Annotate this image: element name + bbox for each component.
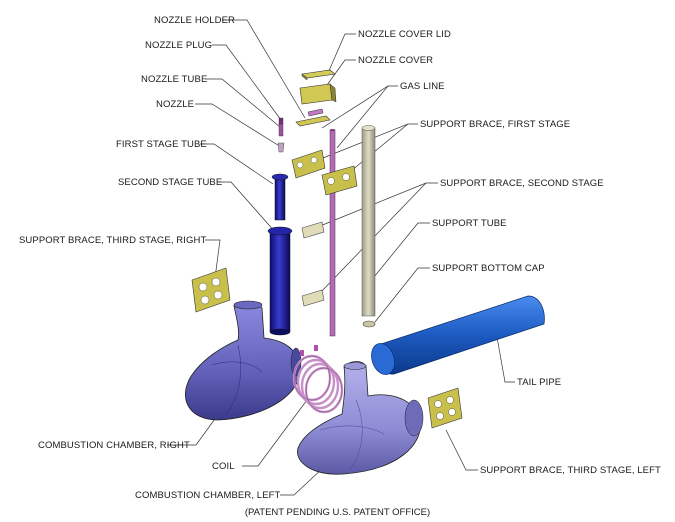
leader-nozzle-holder — [222, 19, 306, 119]
nozzle-cover-part — [299, 83, 337, 105]
nozzle-parts — [277, 117, 285, 153]
coil-part — [292, 354, 344, 414]
leader-nozzle-tube — [205, 78, 281, 128]
label-coil: COIL — [212, 461, 235, 472]
label-support-tube: SUPPORT TUBE — [432, 218, 507, 229]
support-brace-third-left-part — [427, 387, 463, 429]
leader-coil — [242, 399, 308, 467]
leader-support-bottom-cap — [374, 267, 430, 323]
leader-tail-pipe — [496, 336, 515, 383]
leader-gas-line-2 — [336, 85, 389, 149]
label-gas-line: GAS LINE — [400, 81, 445, 92]
label-nozzle-plug: NOZZLE PLUG — [145, 40, 213, 51]
label-combustion-chamber-left: COMBUSTION CHAMBER, LEFT — [135, 490, 281, 501]
second-stage-tube-part — [267, 226, 293, 336]
label-second-stage-tube: SECOND STAGE TUBE — [118, 177, 223, 188]
leader-brace-first-b — [344, 123, 409, 177]
tail-pipe-part — [371, 295, 545, 375]
combustion-chamber-left-part — [297, 361, 424, 475]
leader-support-tube — [373, 222, 430, 278]
leader-brace-third-left — [445, 429, 478, 471]
support-bottom-cap-part — [362, 320, 376, 328]
combustion-chamber-right-part — [185, 300, 302, 421]
label-support-bottom-cap: SUPPORT BOTTOM CAP — [432, 263, 545, 274]
label-tail-pipe: TAIL PIPE — [517, 377, 562, 388]
leader-first-stage-tube — [200, 143, 274, 185]
support-brace-first-stage-part — [291, 149, 358, 196]
first-stage-tube-part — [271, 173, 289, 221]
label-combustion-chamber-right: COMBUSTION CHAMBER, RIGHT — [38, 440, 190, 451]
label-nozzle-tube: NOZZLE TUBE — [141, 74, 208, 85]
leader-support-brace-third-right — [205, 239, 221, 279]
leader-second-stage-tube — [218, 181, 277, 234]
label-support-brace-first: SUPPORT BRACE, FIRST STAGE — [420, 119, 571, 130]
label-nozzle: NOZZLE — [156, 99, 195, 110]
leader-nozzle-cover — [321, 59, 356, 93]
gas-line-part — [329, 129, 336, 337]
label-nozzle-cover: NOZZLE COVER — [358, 55, 434, 66]
leader-nozzle-cover-lid — [327, 33, 356, 74]
leader-combustion-chamber-left — [280, 466, 325, 496]
label-support-brace-third-left: SUPPORT BRACE, THIRD STAGE, LEFT — [480, 465, 661, 476]
coil-outline — [293, 355, 343, 413]
label-support-brace-third-right: SUPPORT BRACE, THIRD STAGE, RIGHT — [19, 235, 207, 246]
patent-notice: (PATENT PENDING U.S. PATENT OFFICE) — [244, 507, 431, 518]
leader-nozzle — [195, 103, 282, 148]
label-nozzle-holder: NOZZLE HOLDER — [154, 15, 236, 26]
leader-nozzle-plug — [212, 44, 282, 121]
nozzle-cover-lid-part — [301, 69, 336, 81]
label-support-brace-second: SUPPORT BRACE, SECOND STAGE — [440, 178, 604, 189]
label-first-stage-tube: FIRST STAGE TUBE — [116, 139, 207, 150]
support-brace-third-right-part — [191, 267, 231, 313]
nozzle-holder-part — [295, 108, 331, 127]
support-brace-second-stage-part — [301, 221, 325, 307]
support-tube-part — [361, 125, 376, 317]
label-nozzle-cover-lid: NOZZLE COVER LID — [358, 29, 451, 40]
connector-bits — [300, 345, 318, 356]
